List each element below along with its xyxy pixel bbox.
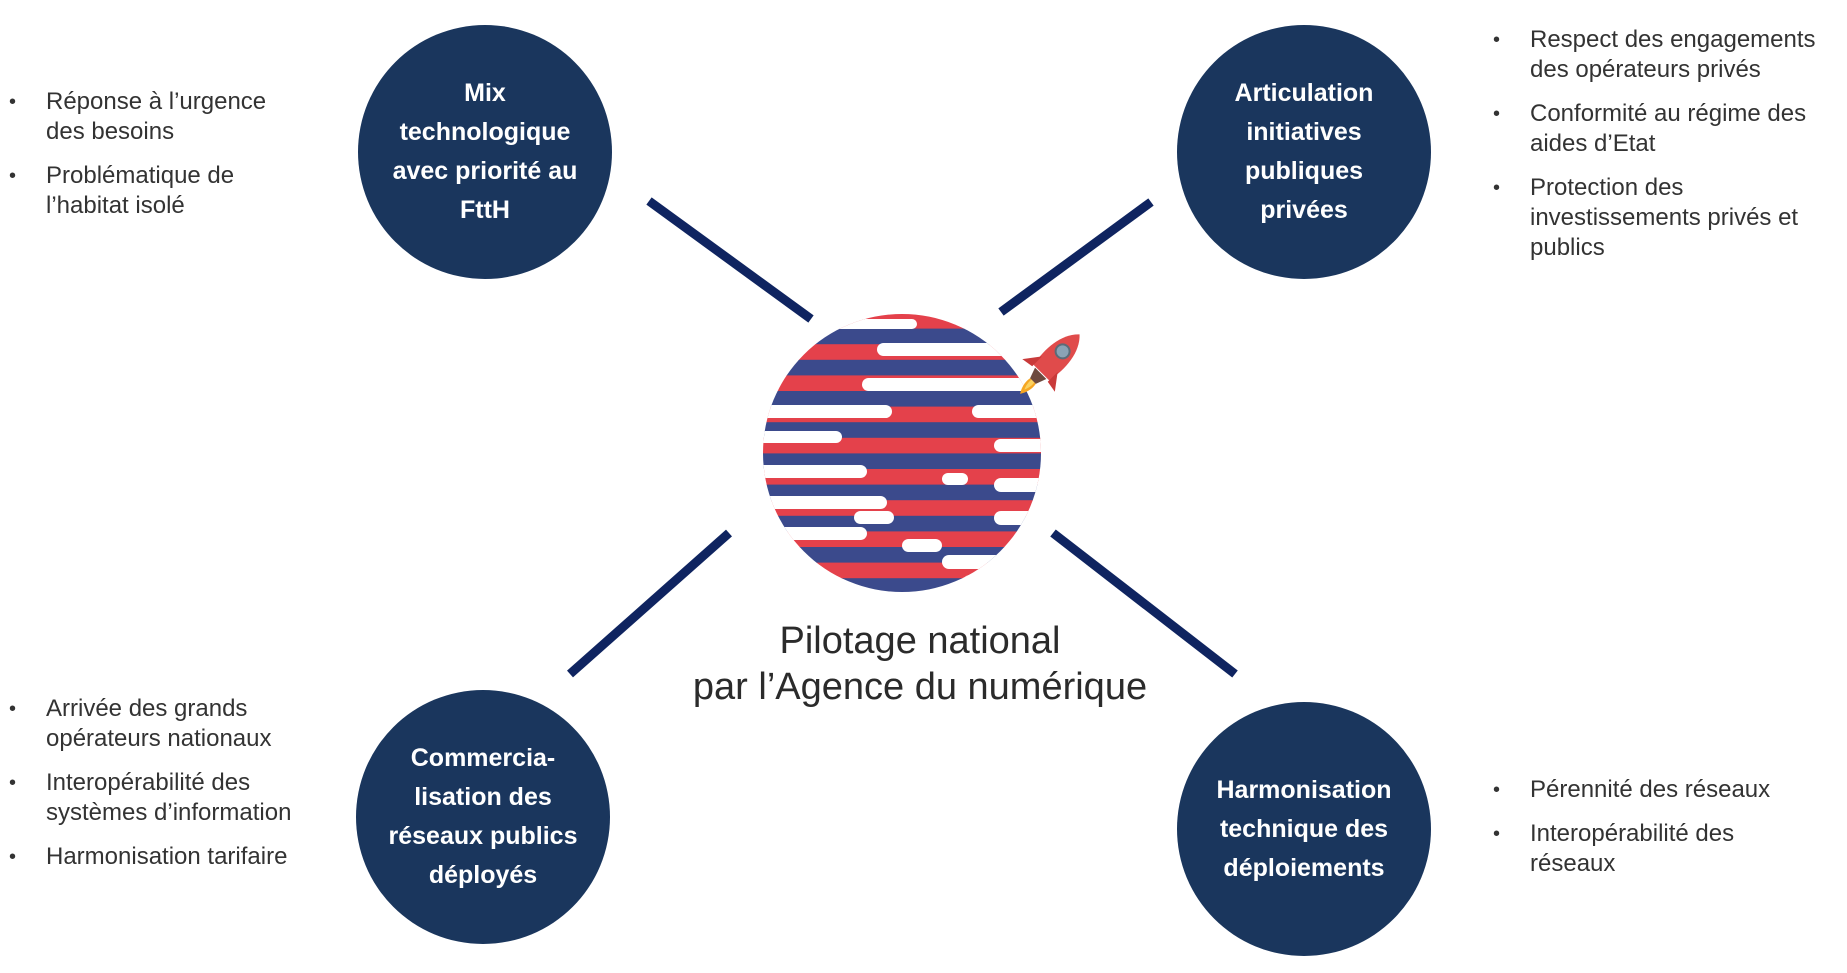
globe-stripe bbox=[763, 562, 1041, 579]
list-item: •Problématique de l’habitat isolé bbox=[9, 162, 235, 219]
globe-logo bbox=[763, 314, 1041, 592]
list-item: •Pérennité des réseaux bbox=[1493, 776, 1771, 803]
bullets-top-left: •Réponse à l’urgence des besoins •Problé… bbox=[0, 87, 290, 235]
node-label: Commercia- lisation des réseaux publics … bbox=[388, 744, 578, 889]
rocket-icon bbox=[1020, 334, 1080, 394]
bullet-icon: • bbox=[9, 91, 17, 113]
globe-stripe bbox=[763, 578, 1041, 592]
node-label: Harmonisation technique des déploiements bbox=[1216, 775, 1392, 882]
list-item: •Interopérabilité des réseaux bbox=[1493, 820, 1735, 877]
bullet-icon: • bbox=[1493, 103, 1501, 125]
list-item: •Arrivée des grands opérateurs nationaux bbox=[9, 695, 272, 752]
bullet-icon: • bbox=[1493, 177, 1501, 199]
connector-top-left bbox=[646, 197, 814, 323]
list-item: •Respect des engagements des opérateurs … bbox=[1493, 26, 1816, 83]
bullet-icon: • bbox=[9, 846, 17, 868]
bullet-icon: • bbox=[1493, 823, 1501, 845]
node-circle-mix-technologique: Mix technologique avec priorité au FttH bbox=[358, 25, 612, 279]
globe-stripe bbox=[763, 359, 1041, 376]
bullet-icon: • bbox=[9, 165, 17, 187]
node-circle-commercialisation: Commercia- lisation des réseaux publics … bbox=[356, 690, 610, 944]
globe-stripe bbox=[763, 328, 1041, 345]
globe-stripe bbox=[763, 547, 1041, 564]
bullet-icon: • bbox=[1493, 29, 1501, 51]
node-circle-harmonisation: Harmonisation technique des déploiements bbox=[1177, 702, 1431, 956]
bullets-bottom-left: •Arrivée des grands opérateurs nationaux… bbox=[0, 694, 310, 886]
connector-top-right bbox=[998, 198, 1154, 316]
center-title-line-2: par l’Agence du numérique bbox=[692, 666, 1148, 708]
globe-stripe bbox=[763, 391, 1041, 408]
bullets-top-right: •Respect des engagements des opérateurs … bbox=[1484, 25, 1844, 277]
bullets-bottom-right: •Pérennité des réseaux •Interopérabilité… bbox=[1484, 775, 1814, 893]
center-caption: Pilotage national par l’Agence du numéri… bbox=[660, 618, 1180, 710]
bullet-icon: • bbox=[9, 698, 17, 720]
list-item: •Interopérabilité des systèmes d’informa… bbox=[9, 769, 292, 826]
center-title-line-1: Pilotage national bbox=[779, 620, 1061, 662]
list-item: •Protection des investissements privés e… bbox=[1493, 174, 1799, 261]
list-item: •Conformité au régime des aides d’Etat bbox=[1493, 100, 1807, 157]
connector-bottom-right bbox=[1050, 529, 1238, 678]
node-label: Mix technologique avec priorité au FttH bbox=[392, 79, 578, 224]
list-item: •Réponse à l’urgence des besoins bbox=[9, 88, 267, 145]
connector-bottom-left bbox=[567, 529, 732, 678]
list-item: •Harmonisation tarifaire bbox=[9, 843, 288, 870]
node-label: Articulation initiatives publiques privé… bbox=[1234, 79, 1374, 224]
node-circle-articulation: Articulation initiatives publiques privé… bbox=[1177, 25, 1431, 279]
bullet-icon: • bbox=[9, 772, 17, 794]
bullet-icon: • bbox=[1493, 779, 1501, 801]
